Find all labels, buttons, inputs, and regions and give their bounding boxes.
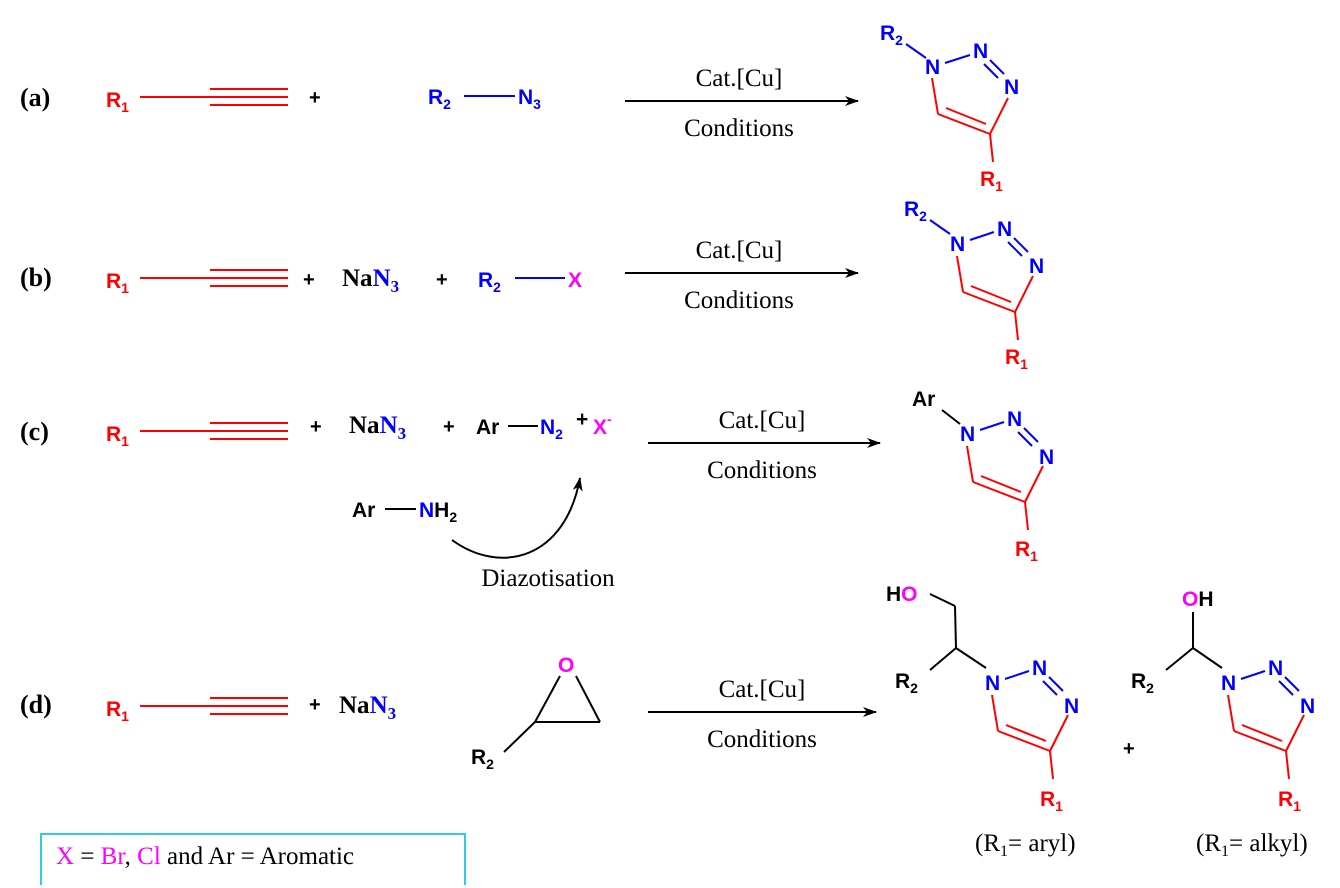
plus-sign: + — [436, 269, 448, 291]
amine-nh2: NH2 — [419, 499, 457, 525]
sodium-azide: NaN3 — [349, 412, 406, 443]
diazotisation-arrow — [451, 477, 583, 559]
aryl-label: Ar — [912, 388, 935, 411]
n3-label: N3 — [518, 86, 541, 112]
row-d: (d) R1 + NaN3 O R2 Cat.[Cu] Conditions H… — [20, 583, 1315, 860]
row-b-label: (b) — [20, 263, 52, 292]
r1-label: R1 — [106, 698, 129, 724]
epoxide-oxygen: O — [558, 654, 574, 677]
n3-atom: N — [1039, 446, 1054, 469]
hydroxyl-group: OH — [1182, 588, 1214, 611]
row-c-label: (c) — [20, 417, 49, 446]
n2-atom: N — [1032, 657, 1047, 680]
triazole-product: R2 N N N R1 — [880, 22, 1019, 194]
n2-atom: N — [997, 218, 1012, 241]
product-note-aryl: (R1= aryl) — [975, 830, 1076, 860]
diazonium-n2: N2 — [540, 416, 563, 442]
catalyst-label: Cat.[Cu] — [719, 676, 806, 703]
n1-atom: N — [985, 672, 1000, 695]
plus-sign: + — [310, 416, 322, 438]
counter-ion-x: X- — [593, 411, 612, 439]
n2-atom: N — [1268, 657, 1283, 680]
plus-sign: + — [309, 87, 321, 109]
epoxide: O R2 — [471, 654, 601, 772]
catalyst-label: Cat.[Cu] — [696, 237, 783, 264]
hydroxyl-group: HO — [886, 583, 918, 606]
diazotisation-label: Diazotisation — [481, 565, 615, 592]
conditions-label: Conditions — [707, 726, 817, 753]
row-b: (b) R1 + NaN3 + R2 X Cat.[Cu] Conditions… — [20, 198, 1044, 372]
r1-label: R1 — [106, 89, 129, 115]
n3-atom: N — [1300, 695, 1315, 718]
triazole-product-aryl: HO R2 N N N R1 (R1= aryl) — [886, 583, 1079, 860]
conditions-label: Conditions — [684, 287, 794, 314]
n1-atom: N — [1221, 672, 1236, 695]
r2-label: R2 — [478, 269, 501, 295]
legend-br: Br — [100, 843, 125, 870]
triazole-product: Ar N N N R1 — [912, 388, 1054, 564]
r2-label: R2 — [904, 198, 927, 224]
conditions-label: Conditions — [707, 457, 817, 484]
row-c: (c) R1 + NaN3 + Ar N2 + X- Ar NH2 Diazot… — [20, 388, 1054, 592]
n2-atom: N — [973, 40, 988, 63]
plus-sign: + — [1123, 738, 1135, 760]
n2-atom: N — [1007, 408, 1022, 431]
r1-label: R1 — [106, 270, 129, 296]
legend-cl: Cl — [137, 843, 161, 870]
r2-label: R2 — [1131, 670, 1154, 696]
r1-label: R1 — [980, 168, 1003, 194]
sodium-azide: NaN3 — [342, 265, 399, 296]
plus-sign: + — [443, 416, 455, 438]
r1-label: R1 — [1005, 346, 1028, 372]
product-note-alkyl: (R1= alkyl) — [1196, 830, 1308, 860]
r1-label: R1 — [1015, 538, 1038, 564]
r1-label: R1 — [1040, 788, 1063, 814]
triazole-product-alkyl: OH R2 N N N R1 (R1= alkyl) — [1131, 588, 1315, 860]
r2-label: R2 — [880, 22, 903, 48]
conditions-label: Conditions — [684, 115, 794, 142]
n3-atom: N — [1029, 255, 1044, 278]
r1-label: R1 — [1278, 788, 1301, 814]
aryl-label: Ar — [352, 499, 375, 522]
plus-sign: + — [303, 269, 315, 291]
r2-label: R2 — [428, 86, 451, 112]
catalyst-label: Cat.[Cu] — [719, 407, 806, 434]
n3-atom: N — [1004, 76, 1019, 99]
n1-atom: N — [925, 56, 940, 79]
row-a-label: (a) — [20, 83, 50, 112]
plus-sign: + — [309, 694, 321, 716]
charge-plus: + — [576, 408, 588, 431]
triazole-product: R2 N N N R1 — [904, 198, 1044, 372]
n3-atom: N — [1064, 695, 1079, 718]
legend-text: X = Br, Cl and Ar = Aromatic — [56, 843, 355, 870]
halide-x: X — [568, 269, 582, 292]
legend-box — [40, 833, 466, 885]
row-a: (a) R1 + R2 N3 Cat.[Cu] Conditions R2 N … — [20, 22, 1019, 194]
legend-x: X — [56, 843, 75, 870]
sodium-azide: NaN3 — [339, 692, 396, 723]
catalyst-label: Cat.[Cu] — [696, 65, 783, 92]
aryl-label: Ar — [476, 416, 499, 439]
n1-atom: N — [950, 233, 965, 256]
r1-label: R1 — [106, 423, 129, 449]
r2-label: R2 — [471, 746, 494, 772]
row-d-label: (d) — [20, 690, 52, 719]
r2-label: R2 — [895, 670, 918, 696]
n1-atom: N — [960, 423, 975, 446]
